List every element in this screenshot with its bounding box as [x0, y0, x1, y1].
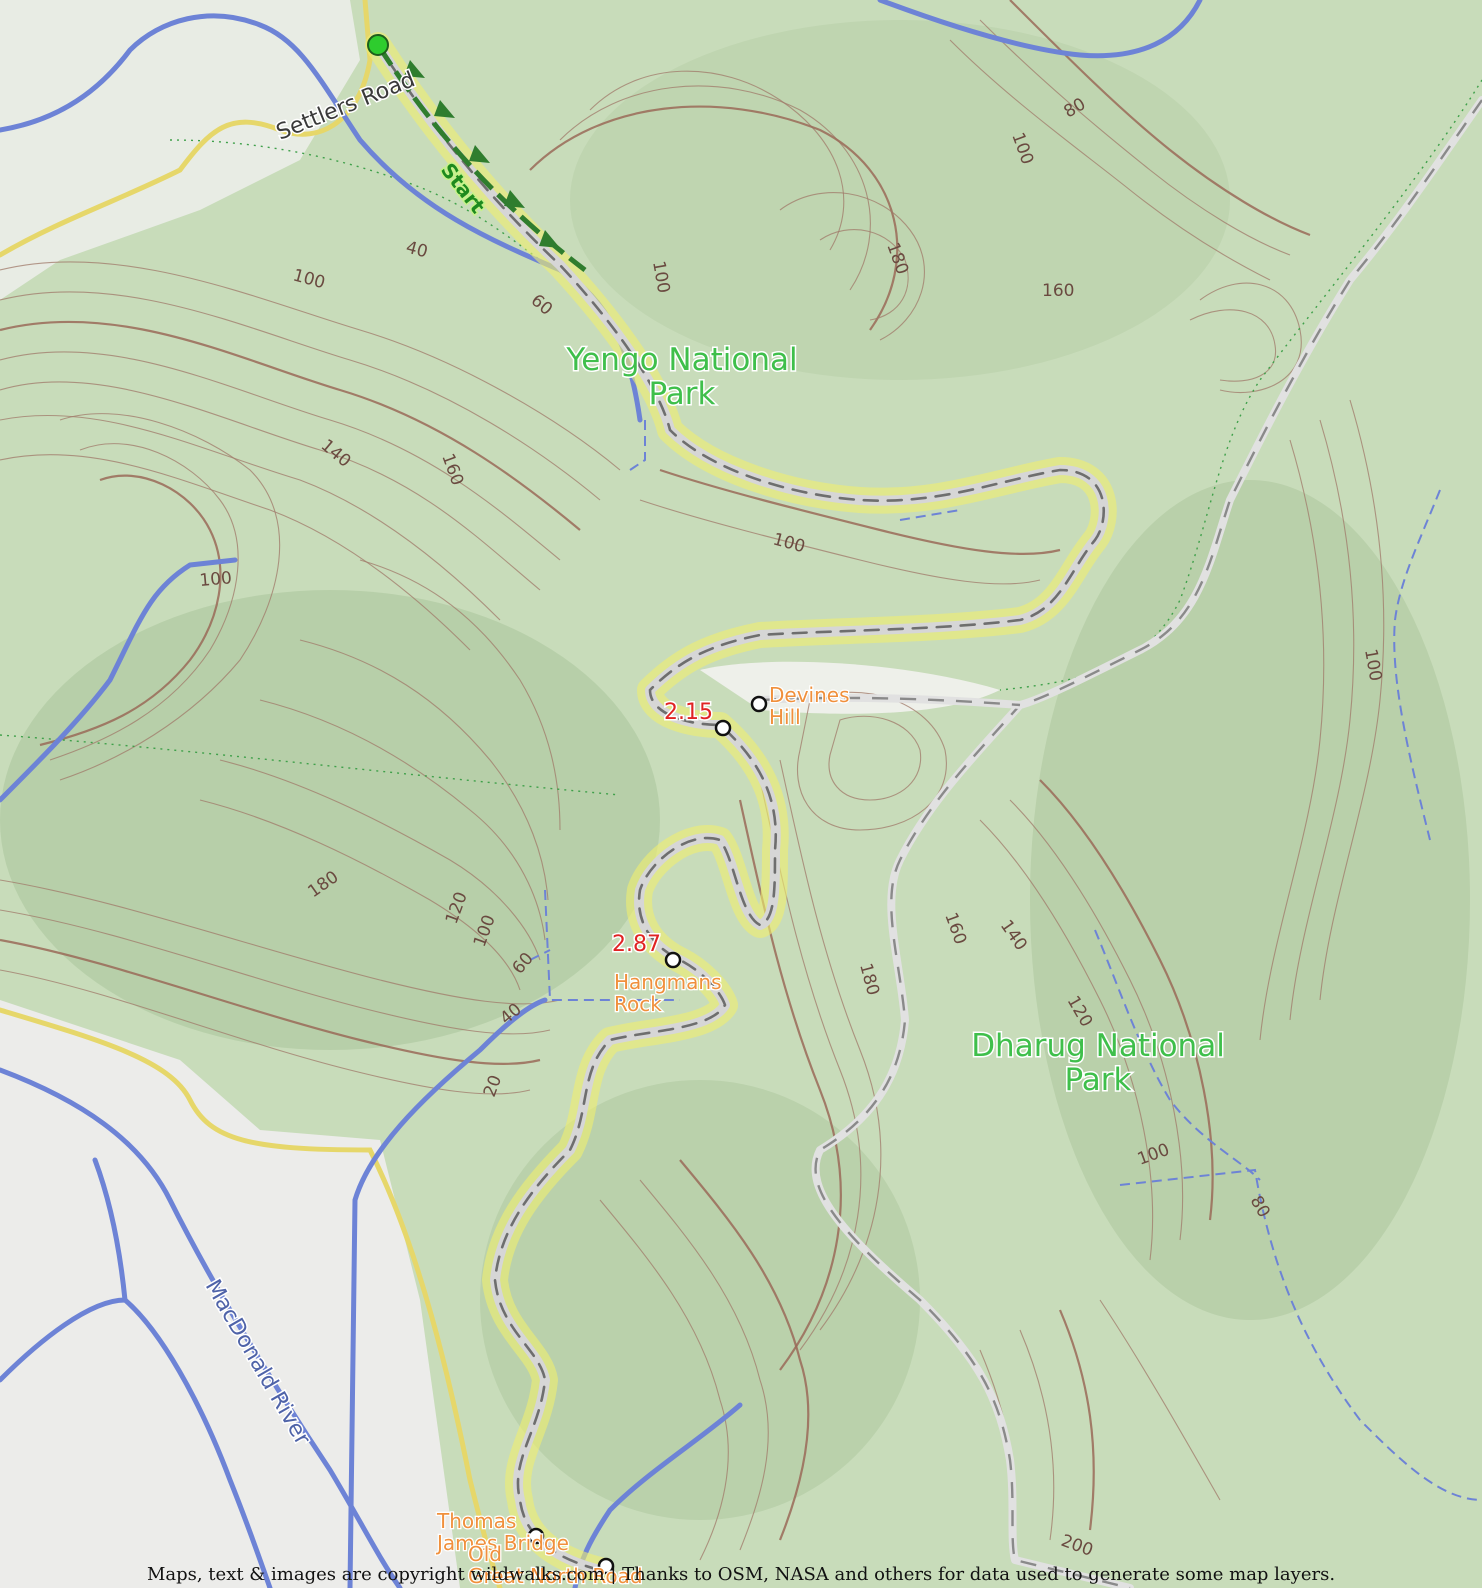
distance-label-devines-hill: 2.15 — [664, 700, 713, 725]
valley-floor-southwest — [0, 1000, 460, 1588]
ridge-shade-4 — [480, 1080, 920, 1520]
park-boundary-west — [0, 734, 621, 796]
valley-floor-west — [0, 0, 360, 300]
waypoint-marker-devines-hill[interactable] — [750, 695, 768, 713]
park-boundary-north — [169, 139, 541, 261]
svg-text:100: 100 — [199, 568, 233, 591]
main-road — [0, 0, 373, 258]
ridge-shade-2 — [1030, 480, 1470, 1320]
ridge-shade-3 — [570, 20, 1230, 380]
main-road-south — [0, 1007, 503, 1588]
fire-trail-dash — [814, 99, 1482, 1588]
route-dash — [376, 43, 1106, 1572]
waypoint-marker-distance-2-15[interactable] — [714, 719, 732, 737]
distance-label-hangmans-rock: 2.87 — [612, 932, 661, 957]
devines-hill-spur-dash — [759, 696, 1021, 707]
start-marker[interactable] — [367, 34, 389, 56]
copyright-notice: Maps, text & images are copyright wildwa… — [146, 1564, 1336, 1585]
direction-arrows — [404, 60, 560, 248]
waypoint-marker-thomas-james-bridge[interactable] — [527, 1527, 545, 1545]
ridge-shade-1 — [0, 590, 660, 1050]
waypoint-marker-hangmans-rock[interactable] — [664, 951, 682, 969]
contour-lines — [0, 0, 1385, 1561]
waypoint-marker-old-great-north-road[interactable] — [597, 1557, 615, 1575]
svg-text:160: 160 — [1042, 281, 1074, 301]
